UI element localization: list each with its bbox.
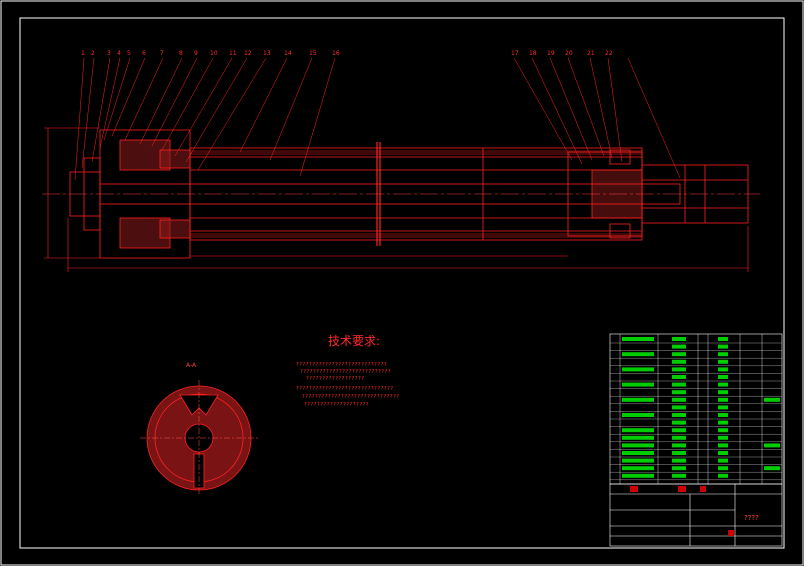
- bom-cell-fill: [718, 352, 728, 357]
- balloon-11: 11: [229, 50, 237, 57]
- bom-cell-fill: [672, 337, 686, 341]
- bom-cell-fill: [718, 420, 728, 425]
- requirement-line: ????????????????????????????: [300, 369, 392, 375]
- bom-cell-fill: [622, 451, 654, 455]
- requirement-line: ??????????????????: [306, 376, 365, 382]
- balloon-16: 16: [332, 50, 340, 57]
- bom-rows: [610, 337, 782, 480]
- bom-cell-fill: [622, 337, 654, 341]
- bom-cell-fill: [672, 352, 686, 357]
- bom-cell-fill: [672, 458, 686, 463]
- leader-lines: [74, 57, 681, 181]
- balloon-14: 14: [284, 50, 292, 57]
- requirement-line: ??????????????????????????????: [302, 394, 400, 400]
- balloon-19: 19: [547, 50, 555, 57]
- bom-cell-fill: [718, 382, 728, 387]
- bom-cell-fill: [718, 375, 728, 379]
- balloon-7: 7: [160, 50, 164, 57]
- balloon-1: 1: [81, 50, 85, 57]
- bom-cell-fill: [718, 390, 728, 395]
- bom-cell-fill: [622, 473, 654, 478]
- bom-cell-fill: [672, 344, 686, 349]
- bom-cell-fill: [672, 359, 686, 364]
- bom-cell-fill: [718, 443, 728, 448]
- bom-cell-fill: [672, 405, 686, 410]
- balloon-4: 4: [117, 50, 121, 57]
- bom-cell-fill: [672, 413, 686, 417]
- technical-requirements-title: 技术要求:: [328, 334, 381, 348]
- balloon-8: 8: [179, 50, 183, 57]
- bom-cell-fill: [672, 382, 686, 387]
- requirement-line: ????????????????????: [304, 402, 370, 408]
- section-a-a: [140, 380, 258, 496]
- overall-dimension: [44, 127, 749, 272]
- balloon-20: 20: [565, 50, 573, 57]
- balloon-17: 17: [511, 50, 519, 57]
- bom-cell-fill: [718, 435, 728, 440]
- balloon-18: 18: [529, 50, 537, 57]
- bom-cell-fill: [672, 466, 686, 471]
- bom-cell-fill: [764, 443, 780, 448]
- bom-cell-fill: [622, 466, 654, 471]
- bom-cell-fill: [718, 413, 728, 417]
- bom-cell-fill: [672, 443, 686, 448]
- bom-cell-fill: [672, 451, 686, 455]
- bom-cell-fill: [672, 375, 686, 379]
- bom-cell-fill: [672, 397, 686, 402]
- bom-cell-fill: [718, 367, 728, 372]
- inner-frame: [19, 17, 785, 549]
- requirement-line: ????????????????????????????: [296, 362, 388, 368]
- title-block-name: ????: [744, 514, 759, 522]
- bom-cell-fill: [672, 428, 686, 433]
- balloon-12: 12: [244, 50, 252, 57]
- balloon-22: 22: [605, 50, 613, 57]
- section-label: A-A: [186, 362, 197, 369]
- bom-cell-fill: [622, 428, 654, 433]
- bom-cell-fill: [622, 397, 654, 402]
- bom-cell-fill: [622, 382, 654, 387]
- bom-cell-fill: [622, 458, 654, 463]
- bom-cell-fill: [718, 473, 728, 478]
- bom-cell-fill: [718, 359, 728, 364]
- bom-cell-fill: [622, 443, 654, 448]
- balloon-3: 3: [107, 50, 111, 57]
- hatch-pattern: [190, 150, 642, 238]
- bom-cell-fill: [718, 405, 728, 410]
- balloon-21: 21: [587, 50, 595, 57]
- bom-cell-fill: [718, 466, 728, 471]
- balloon-6: 6: [142, 50, 146, 57]
- balloon-13: 13: [263, 50, 271, 57]
- balloon-5: 5: [127, 50, 131, 57]
- bom-cell-fill: [718, 458, 728, 463]
- bom-cell-fill: [764, 466, 780, 471]
- bom-cell-fill: [718, 451, 728, 455]
- requirement-line: ??????????????????????????????: [296, 386, 394, 392]
- bom-cell-fill: [718, 337, 728, 341]
- bom-cell-fill: [622, 352, 654, 357]
- bom-cell-fill: [672, 390, 686, 395]
- bom-cell-fill: [622, 413, 654, 417]
- bom-cell-fill: [718, 428, 728, 433]
- balloon-9: 9: [194, 50, 198, 57]
- bom-cell-fill: [718, 397, 728, 402]
- bom-cell-fill: [672, 420, 686, 425]
- bom-cell-fill: [672, 367, 686, 372]
- bom-cell-fill: [622, 367, 654, 372]
- bom-cell-fill: [672, 435, 686, 440]
- bom-cell-fill: [718, 344, 728, 349]
- bom-cell-fill: [622, 435, 654, 440]
- bom-cell-fill: [672, 473, 686, 478]
- balloon-10: 10: [210, 50, 218, 57]
- balloon-15: 15: [309, 50, 317, 57]
- balloon-2: 2: [91, 50, 95, 57]
- title-block: [609, 483, 783, 547]
- bom-cell-fill: [764, 397, 780, 402]
